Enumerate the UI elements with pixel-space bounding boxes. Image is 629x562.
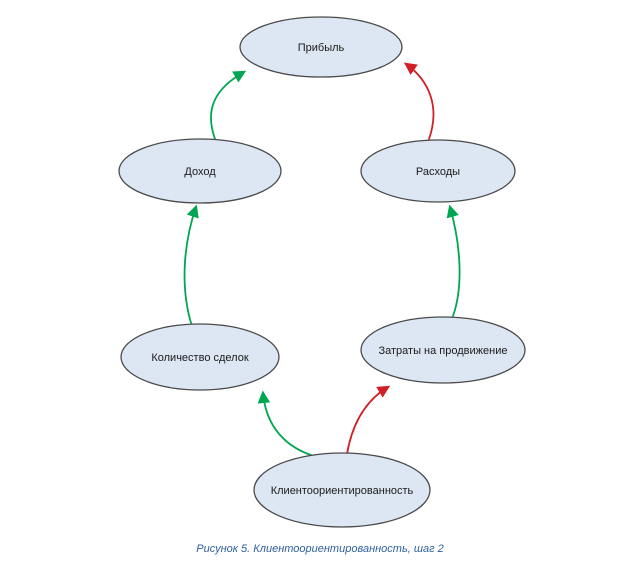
node-expenses-label: Расходы [416,166,460,178]
node-promotion-costs-ellipse [360,316,526,384]
node-income: Доход [118,138,282,204]
node-deals-count: Количество сделок [120,323,280,391]
figure-caption: Рисунок 5. Клиентоориентированность, шаг… [196,543,443,555]
node-promotion-costs: Затраты на продвижение [360,316,526,384]
node-customer-focus: Клиентоориентированность [253,452,431,528]
node-expenses: Расходы [360,139,516,203]
node-income-ellipse [118,138,282,204]
edge-customer-focus-to-deals-count [257,390,318,458]
edge-promotion-costs-to-expenses [446,204,461,317]
node-deals-count-label: Количество сделок [151,352,248,364]
edge-income-to-profit [210,70,247,140]
node-customer-focus-ellipse [253,452,431,528]
edge-expenses-to-profit [403,62,435,140]
node-expenses-ellipse [360,139,516,203]
edge-customer-focus-to-promotion-costs [346,385,391,455]
node-promotion-costs-label: Затраты на продвижение [379,345,508,357]
node-customer-focus-label: Клиентоориентированность [271,485,414,497]
node-deals-count-ellipse [120,323,280,391]
edge-deals-count-to-income [183,204,199,324]
node-profit-label: Прибыль [298,42,345,54]
node-profit: Прибыль [239,16,403,78]
node-income-label: Доход [184,166,216,178]
node-profit-ellipse [239,16,403,78]
